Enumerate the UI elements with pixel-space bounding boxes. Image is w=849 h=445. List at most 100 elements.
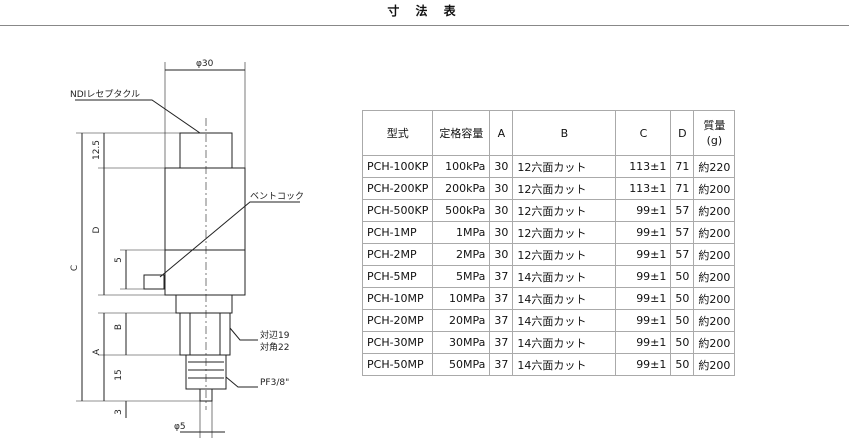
cell-b: 12六面カット	[512, 177, 617, 200]
thread-label: PF3/8"	[260, 378, 289, 388]
cell-capacity: 2MPa	[432, 243, 491, 266]
cell-a: 37	[489, 309, 514, 332]
dim-d-label: D	[92, 226, 102, 233]
table-row: PCH-2MP 2MPa 30 12六面カット 99±1 57 約200	[361, 243, 736, 266]
cell-model: PCH-5MP	[361, 265, 434, 288]
receptacle-label: NDIレセプタクル	[70, 89, 140, 100]
cell-c: 99±1	[615, 353, 672, 376]
cell-mass: 約200	[693, 177, 736, 200]
cell-capacity: 5MPa	[432, 265, 491, 288]
header-c: C	[615, 110, 672, 156]
cell-b: 12六面カット	[512, 243, 617, 266]
table-header-row: 型式 定格容量 A B C D 質量 (g)	[361, 110, 736, 156]
cell-mass: 約200	[693, 353, 736, 376]
cell-capacity: 100kPa	[432, 155, 491, 178]
header-mass: 質量 (g)	[693, 110, 736, 156]
cell-a: 37	[489, 331, 514, 354]
cell-model: PCH-2MP	[361, 243, 434, 266]
table-row: PCH-100KP 100kPa 30 12六面カット 113±1 71 約22…	[361, 155, 736, 178]
cell-capacity: 50MPa	[432, 353, 491, 376]
cell-mass: 約200	[693, 221, 736, 244]
cell-a: 30	[489, 155, 514, 178]
header-capacity: 定格容量	[432, 110, 491, 156]
cell-mass: 約200	[693, 331, 736, 354]
cell-d: 71	[670, 155, 695, 178]
cell-c: 99±1	[615, 221, 672, 244]
cell-mass: 約200	[693, 199, 736, 222]
vent-cock	[143, 274, 165, 290]
cell-c: 99±1	[615, 199, 672, 222]
vent-cock-label: ベントコック	[250, 191, 304, 202]
cell-c: 99±1	[615, 309, 672, 332]
phi5-label: φ5	[174, 422, 186, 432]
hex-section	[179, 312, 231, 356]
cell-model: PCH-500KP	[361, 199, 434, 222]
cell-mass: 約200	[693, 309, 736, 332]
table-row: PCH-30MP 30MPa 37 14六面カット 99±1 50 約200	[361, 331, 736, 354]
cell-b: 14六面カット	[512, 309, 617, 332]
header-d: D	[670, 110, 695, 156]
cell-model: PCH-50MP	[361, 353, 434, 376]
dim-15-label: 15	[114, 369, 124, 380]
cell-b: 14六面カット	[512, 331, 617, 354]
table-row: PCH-5MP 5MPa 37 14六面カット 99±1 50 約200	[361, 265, 736, 288]
hex-flat-label: 対辺19	[260, 329, 290, 341]
cell-b: 12六面カット	[512, 199, 617, 222]
body-neck	[175, 294, 233, 314]
dimension-table: 型式 定格容量 A B C D 質量 (g) PCH-100KP 100kPa …	[361, 110, 736, 376]
title-divider	[0, 25, 849, 26]
dim-a-label: A	[92, 348, 102, 355]
cell-d: 57	[670, 199, 695, 222]
cell-c: 99±1	[615, 265, 672, 288]
cell-capacity: 1MPa	[432, 221, 491, 244]
cell-d: 50	[670, 309, 695, 332]
cell-c: 99±1	[615, 331, 672, 354]
cell-capacity: 10MPa	[432, 287, 491, 310]
dim-c-label: C	[70, 265, 80, 271]
cell-capacity: 30MPa	[432, 331, 491, 354]
cell-c: 99±1	[615, 287, 672, 310]
header-b: B	[512, 110, 617, 156]
dim-b-label: B	[114, 324, 124, 330]
cell-b: 14六面カット	[512, 287, 617, 310]
cell-a: 37	[489, 265, 514, 288]
cell-model: PCH-1MP	[361, 221, 434, 244]
cell-a: 37	[489, 287, 514, 310]
cell-b: 14六面カット	[512, 265, 617, 288]
cell-capacity: 500kPa	[432, 199, 491, 222]
cell-b: 12六面カット	[512, 155, 617, 178]
cell-d: 50	[670, 331, 695, 354]
cell-a: 30	[489, 221, 514, 244]
cell-c: 99±1	[615, 243, 672, 266]
cell-a: 30	[489, 199, 514, 222]
cell-model: PCH-10MP	[361, 287, 434, 310]
cell-model: PCH-20MP	[361, 309, 434, 332]
cell-model: PCH-30MP	[361, 331, 434, 354]
cell-mass: 約200	[693, 287, 736, 310]
page-title: 寸 法 表	[387, 4, 462, 18]
header-a: A	[489, 110, 514, 156]
cell-b: 14六面カット	[512, 353, 617, 376]
table-row: PCH-10MP 10MPa 37 14六面カット 99±1 50 約200	[361, 287, 736, 310]
cell-a: 37	[489, 353, 514, 376]
table-row: PCH-50MP 50MPa 37 14六面カット 99±1 50 約200	[361, 353, 736, 376]
cell-a: 30	[489, 177, 514, 200]
cell-d: 50	[670, 353, 695, 376]
cell-d: 57	[670, 221, 695, 244]
cell-mass: 約200	[693, 243, 736, 266]
cell-c: 113±1	[615, 155, 672, 178]
cell-d: 50	[670, 265, 695, 288]
cell-mass: 約220	[693, 155, 736, 178]
hex-corner-label: 対角22	[260, 341, 289, 353]
sensor-body	[164, 167, 246, 296]
cell-d: 50	[670, 287, 695, 310]
table-row: PCH-200KP 200kPa 30 12六面カット 113±1 71 約20…	[361, 177, 736, 200]
cell-b: 12六面カット	[512, 221, 617, 244]
dimension-drawing: φ30 NDIレセプタクル ベントコック 対辺19 対角22 PF3/8" φ5…	[70, 59, 304, 438]
dim-12-5-label: 12.5	[92, 140, 102, 160]
cell-c: 113±1	[615, 177, 672, 200]
dim-5-label: 5	[114, 257, 124, 263]
table-row: PCH-1MP 1MPa 30 12六面カット 99±1 57 約200	[361, 221, 736, 244]
table-row: PCH-500KP 500kPa 30 12六面カット 99±1 57 約200	[361, 199, 736, 222]
cell-model: PCH-200KP	[361, 177, 434, 200]
